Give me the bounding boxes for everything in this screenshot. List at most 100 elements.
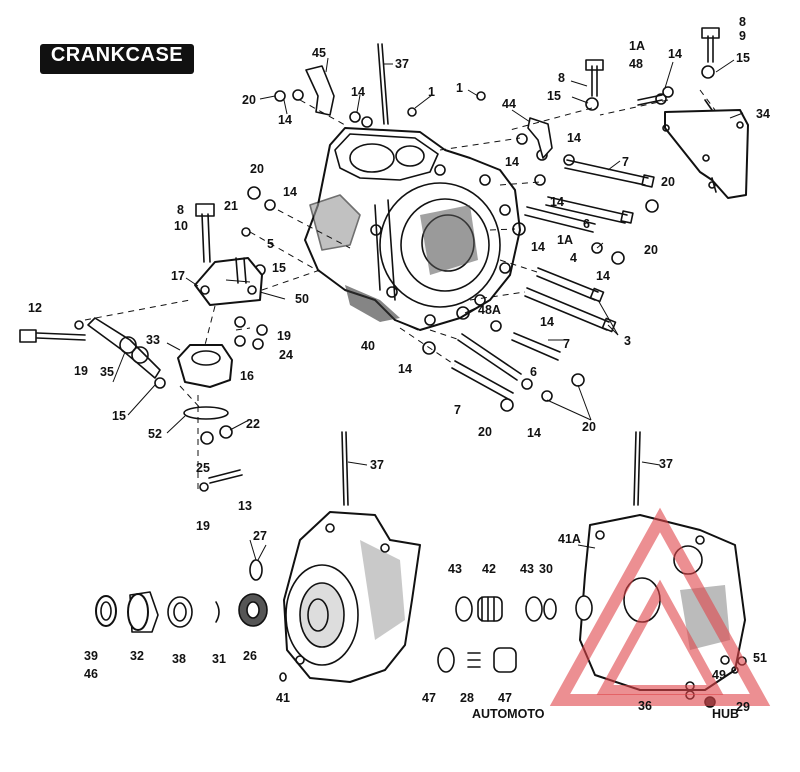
callout-8: 8 — [177, 203, 184, 217]
callout-39: 39 — [84, 649, 98, 663]
callout-14: 14 — [351, 85, 365, 99]
callout-10: 10 — [174, 219, 188, 233]
callout-40: 40 — [361, 339, 375, 353]
callout-48a: 48A — [478, 303, 501, 317]
callout-50: 50 — [295, 292, 309, 306]
callout-16: 16 — [240, 369, 254, 383]
callout-37: 37 — [395, 57, 409, 71]
diagram-title: CRANKCASE — [50, 44, 184, 66]
callout-36: 36 — [638, 699, 652, 713]
callout-25: 25 — [196, 461, 210, 475]
long-bolts — [19, 27, 720, 506]
callout-7: 7 — [563, 337, 570, 351]
callout-20: 20 — [644, 243, 658, 257]
callout-24: 24 — [279, 348, 293, 362]
callout-6: 6 — [530, 365, 537, 379]
callout-37: 37 — [659, 457, 673, 471]
upper-crankcase — [304, 127, 521, 331]
callout-14: 14 — [283, 185, 297, 199]
callout-37: 37 — [370, 458, 384, 472]
callout-20: 20 — [582, 420, 596, 434]
callout-1: 1 — [456, 81, 463, 95]
callout-13: 13 — [238, 499, 252, 513]
callout-51: 51 — [753, 651, 767, 665]
callout-5: 5 — [267, 237, 274, 251]
callout-32: 32 — [130, 649, 144, 663]
callout-15: 15 — [547, 89, 561, 103]
callout-22: 22 — [246, 417, 260, 431]
callout-43: 43 — [448, 562, 462, 576]
callout-42: 42 — [482, 562, 496, 576]
callout-21: 21 — [224, 199, 238, 213]
callout-14: 14 — [505, 155, 519, 169]
bearing-parts-middle — [437, 595, 593, 673]
callout-29: 29 — [736, 700, 750, 714]
bearing-parts-left — [95, 559, 287, 682]
watermark-logo — [549, 507, 771, 706]
callout-19: 19 — [196, 519, 210, 533]
callout-47: 47 — [498, 691, 512, 705]
leader-lines — [84, 57, 744, 561]
callout-33: 33 — [146, 333, 160, 347]
callout-41: 41 — [276, 691, 290, 705]
bracket-44 — [527, 117, 553, 159]
callout-34: 34 — [756, 107, 770, 121]
callout-15: 15 — [736, 51, 750, 65]
callout-14: 14 — [531, 240, 545, 254]
callout-7: 7 — [622, 155, 629, 169]
callout-8: 8 — [739, 15, 746, 29]
callout-1: 1 — [428, 85, 435, 99]
callout-17: 17 — [171, 269, 185, 283]
callout-38: 38 — [172, 652, 186, 666]
callout-14: 14 — [567, 131, 581, 145]
callout-46: 46 — [84, 667, 98, 681]
callout-41a: 41A — [558, 532, 581, 546]
callout-3: 3 — [624, 334, 631, 348]
callout-43: 43 — [520, 562, 534, 576]
engine-mount — [87, 257, 263, 420]
callout-47: 47 — [422, 691, 436, 705]
callout-20: 20 — [242, 93, 256, 107]
bracket-45 — [305, 65, 335, 116]
callout-20: 20 — [250, 162, 264, 176]
callout-1a: 1A — [557, 233, 573, 247]
callout-14: 14 — [398, 362, 412, 376]
callout-1a: 1A — [629, 39, 645, 53]
callout-6: 6 — [583, 217, 590, 231]
callout-45: 45 — [312, 46, 326, 60]
callout-14: 14 — [540, 315, 554, 329]
callout-15: 15 — [112, 409, 126, 423]
callout-9: 9 — [739, 29, 746, 43]
watermark-auto-text: AUTOMOTO — [472, 707, 545, 721]
callout-4: 4 — [570, 251, 577, 265]
callout-14: 14 — [278, 113, 292, 127]
callout-19: 19 — [74, 364, 88, 378]
watermark-hub-text: HUB — [712, 707, 739, 721]
callout-52: 52 — [148, 427, 162, 441]
callout-30: 30 — [539, 562, 553, 576]
callout-48: 48 — [629, 57, 643, 71]
callout-44: 44 — [502, 97, 516, 111]
callout-14: 14 — [596, 269, 610, 283]
callout-20: 20 — [661, 175, 675, 189]
callout-14: 14 — [550, 195, 564, 209]
callout-19: 19 — [277, 329, 291, 343]
callout-35: 35 — [100, 365, 114, 379]
callout-49: 49 — [712, 668, 726, 682]
callout-28: 28 — [460, 691, 474, 705]
callout-27: 27 — [253, 529, 267, 543]
title-banner — [40, 44, 194, 74]
left-crankcase-half — [283, 511, 421, 683]
callout-14: 14 — [668, 47, 682, 61]
callout-26: 26 — [243, 649, 257, 663]
callout-20: 20 — [478, 425, 492, 439]
callout-31: 31 — [212, 652, 226, 666]
mount-bracket — [662, 99, 749, 199]
callout-15: 15 — [272, 261, 286, 275]
callout-14: 14 — [527, 426, 541, 440]
callout-12: 12 — [28, 301, 42, 315]
callout-7: 7 — [454, 403, 461, 417]
